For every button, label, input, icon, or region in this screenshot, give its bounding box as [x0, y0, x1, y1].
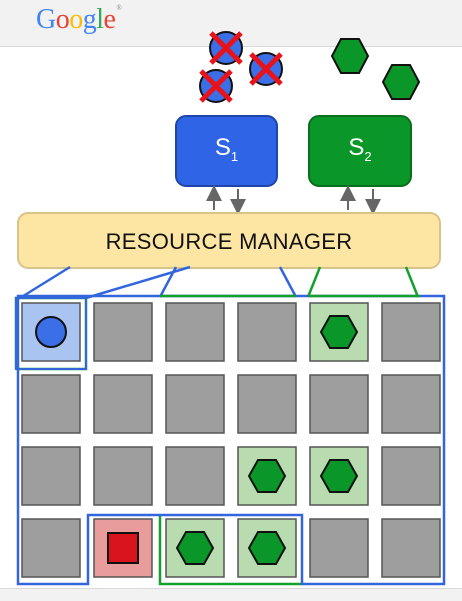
scheduler-s2-box	[308, 115, 412, 187]
logo-letter: g	[82, 4, 97, 35]
green-hexagon-task-icon	[319, 315, 359, 349]
blue-circle-task-icon	[35, 316, 67, 348]
machine-cell	[381, 446, 441, 506]
s2-pending-tasks	[330, 38, 421, 100]
machine-cell	[237, 302, 297, 362]
registered-mark: ®	[116, 4, 122, 12]
reject-cross-icon	[199, 69, 233, 103]
machine-grid	[21, 302, 441, 578]
green-hexagon-task-icon	[330, 38, 370, 74]
scheduler-s2-name: S	[348, 134, 365, 161]
view-lines	[19, 265, 420, 300]
machine-cell	[381, 518, 441, 578]
rejected-task	[249, 52, 283, 86]
machine-cell	[93, 374, 153, 434]
logo-letter: l	[96, 4, 104, 35]
scheduler-s2-subscript: 2	[364, 149, 372, 164]
resource-manager-label: RESOURCE MANAGER	[105, 229, 353, 254]
machine-cell	[381, 374, 441, 434]
logo-letter: o	[55, 4, 70, 35]
green-hexagon-task-icon	[247, 459, 287, 493]
blue-view-line	[19, 265, 71, 300]
machine-cell	[309, 518, 369, 578]
machine-cell	[21, 446, 81, 506]
scheduler-s1-label: S1	[176, 134, 277, 164]
rejected-task	[209, 31, 243, 65]
logo-letter: G	[36, 4, 56, 35]
communication-arrows	[206, 185, 381, 215]
scheduler-s2-label: S2	[309, 134, 411, 164]
logo-letter: e	[103, 4, 116, 35]
red-square-task-icon	[107, 532, 139, 564]
machine-cell	[381, 302, 441, 362]
browser-bottom-bar	[0, 588, 462, 601]
scheduler-s1-box	[175, 115, 278, 187]
scheduler-s1-subscript: 1	[230, 149, 239, 164]
logo-letter: o	[69, 4, 83, 35]
blue-frame-cell	[15, 297, 87, 370]
green-hexagon-task-icon	[319, 459, 359, 493]
blue-view-line	[278, 266, 298, 298]
green-view-line	[404, 266, 420, 298]
machine-cell	[237, 374, 297, 434]
resource-manager-box	[17, 212, 441, 269]
machine-cell	[165, 446, 225, 506]
machine-cell	[165, 302, 225, 362]
rejected-task	[199, 69, 233, 103]
google-logo: Google®	[36, 4, 122, 36]
machine-cell	[309, 374, 369, 434]
green-hexagon-task-icon	[175, 531, 215, 565]
scheduler-frames	[14, 294, 446, 586]
scheduler-s1-name: S	[214, 134, 231, 161]
machine-cell	[21, 374, 81, 434]
machine-cell	[93, 302, 153, 362]
s1-pending-tasks	[199, 31, 283, 103]
reject-cross-icon	[249, 52, 283, 86]
green-view-line	[306, 266, 322, 298]
green-hexagon-task-icon	[381, 64, 421, 100]
green-frame-bottom	[158, 515, 302, 586]
green-hexagon-task-icon	[247, 531, 287, 565]
machine-cell	[93, 446, 153, 506]
machine-cell	[21, 518, 81, 578]
machine-cell	[165, 374, 225, 434]
reject-cross-icon	[209, 31, 243, 65]
blue-frame-scheduler-1	[16, 294, 446, 586]
blue-view-line	[158, 266, 178, 298]
